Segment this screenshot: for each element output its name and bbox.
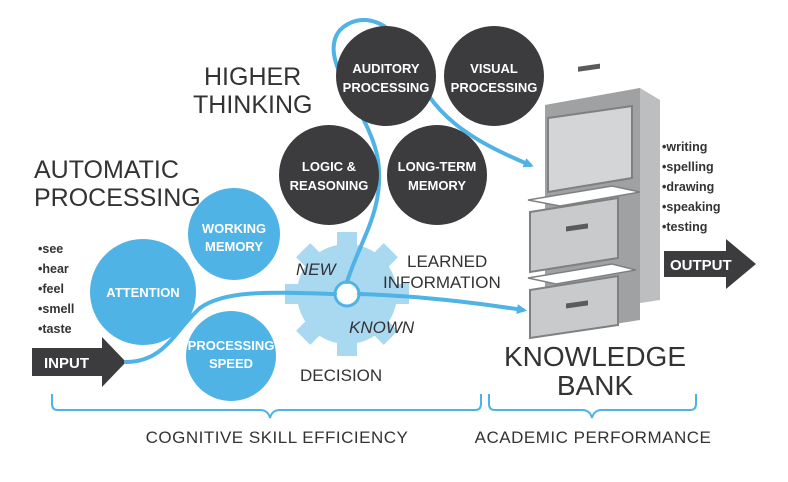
learned-flow-path bbox=[357, 292, 527, 315]
cognitive-skill-efficiency-label: COGNITIVE SKILL EFFICIENCY bbox=[146, 428, 409, 447]
drawer-middle-handle bbox=[566, 223, 588, 232]
logic-label-line2: REASONING bbox=[290, 178, 369, 193]
longterm-circle bbox=[387, 125, 487, 225]
drawer-middle-papers bbox=[527, 185, 641, 207]
learned-label-line2: INFORMATION bbox=[383, 273, 501, 292]
drawer-bottom-papers bbox=[527, 263, 637, 285]
sense-item: •feel bbox=[38, 282, 64, 296]
dark-circle-longterm: LONG-TERM MEMORY bbox=[387, 125, 487, 225]
dark-circle-logic: LOGIC & REASONING bbox=[279, 125, 379, 225]
visual-circle bbox=[444, 26, 544, 126]
blue-circle-attention: ATTENTION bbox=[90, 239, 196, 345]
output-label: OUTPUT bbox=[670, 257, 732, 274]
visual-label-line1: VISUAL bbox=[470, 61, 518, 76]
decision-label: DECISION bbox=[300, 366, 382, 385]
sense-item: •see bbox=[38, 242, 63, 256]
knowledge-heading-line2: BANK bbox=[557, 370, 634, 401]
higher-heading-line2: THINKING bbox=[193, 91, 312, 119]
decision-gear bbox=[285, 232, 409, 356]
output-item: •drawing bbox=[662, 180, 714, 194]
gear-hub bbox=[333, 280, 361, 308]
longterm-label-line1: LONG-TERM bbox=[398, 159, 477, 174]
visual-label-line2: PROCESSING bbox=[451, 80, 538, 95]
longterm-label-line2: MEMORY bbox=[408, 178, 466, 193]
auditory-label-line2: PROCESSING bbox=[343, 80, 430, 95]
blue-circle-processing-speed: PROCESSING SPEED bbox=[186, 311, 276, 401]
input-label: INPUT bbox=[44, 355, 89, 372]
processing-speed-label-line2: SPEED bbox=[209, 356, 253, 371]
left-bracket bbox=[51, 394, 482, 419]
academic-performance-label: ACADEMIC PERFORMANCE bbox=[475, 428, 712, 447]
output-item: •testing bbox=[662, 220, 707, 234]
output-item: •writing bbox=[662, 140, 707, 154]
processing-speed-label-line1: PROCESSING bbox=[188, 338, 275, 353]
higher-flow-path bbox=[331, 18, 534, 284]
output-item: •speaking bbox=[662, 200, 721, 214]
learned-label-line1: LEARNED bbox=[407, 252, 487, 271]
outputs-list: •writing •spelling •drawing •speaking •t… bbox=[662, 140, 721, 234]
attention-label: ATTENTION bbox=[106, 285, 179, 300]
known-label: KNOWN bbox=[349, 318, 415, 337]
working-memory-circle bbox=[188, 188, 280, 280]
drawer-bottom-handle bbox=[566, 300, 588, 309]
auditory-circle bbox=[336, 26, 436, 126]
sense-item: •taste bbox=[38, 322, 72, 336]
automatic-processing-heading: AUTOMATIC PROCESSING bbox=[34, 156, 201, 212]
sense-item: •hear bbox=[38, 262, 69, 276]
filing-cabinet bbox=[527, 63, 660, 340]
output-arrow-shape bbox=[664, 239, 756, 289]
flow-paths bbox=[124, 18, 534, 364]
input-arrow: INPUT bbox=[32, 337, 126, 387]
attention-circle bbox=[90, 239, 196, 345]
processing-speed-circle bbox=[186, 311, 276, 401]
working-memory-label-line1: WORKING bbox=[202, 221, 266, 236]
blue-circle-working-memory: WORKING MEMORY bbox=[188, 188, 280, 280]
drawer-top bbox=[547, 104, 633, 194]
drawer-top-handle bbox=[578, 63, 600, 72]
drawer-middle bbox=[529, 196, 619, 274]
knowledge-bank-heading: KNOWLEDGE BANK bbox=[504, 341, 686, 401]
input-arrow-shape bbox=[32, 337, 126, 387]
dark-circle-visual: VISUAL PROCESSING bbox=[444, 26, 544, 126]
new-label: NEW bbox=[296, 260, 338, 279]
logic-label-line1: LOGIC & bbox=[302, 159, 356, 174]
senses-list: •see •hear •feel •smell •taste bbox=[38, 242, 74, 336]
automatic-heading-line2: PROCESSING bbox=[34, 184, 201, 212]
logic-circle bbox=[279, 125, 379, 225]
sense-item: •smell bbox=[38, 302, 74, 316]
gear-teeth bbox=[285, 232, 409, 356]
auditory-label-line1: AUDITORY bbox=[352, 61, 420, 76]
automatic-heading-line1: AUTOMATIC bbox=[34, 156, 179, 184]
higher-thinking-heading: HIGHER THINKING bbox=[193, 63, 312, 119]
footer-brackets bbox=[51, 394, 697, 419]
working-memory-label-line2: MEMORY bbox=[205, 239, 263, 254]
output-arrow: OUTPUT bbox=[664, 239, 756, 289]
input-flow-path bbox=[124, 290, 337, 364]
right-bracket bbox=[488, 394, 697, 419]
knowledge-heading-line1: KNOWLEDGE bbox=[504, 341, 686, 372]
dark-circle-auditory: AUDITORY PROCESSING bbox=[336, 26, 436, 126]
output-item: •spelling bbox=[662, 160, 714, 174]
higher-heading-line1: HIGHER bbox=[204, 63, 301, 91]
